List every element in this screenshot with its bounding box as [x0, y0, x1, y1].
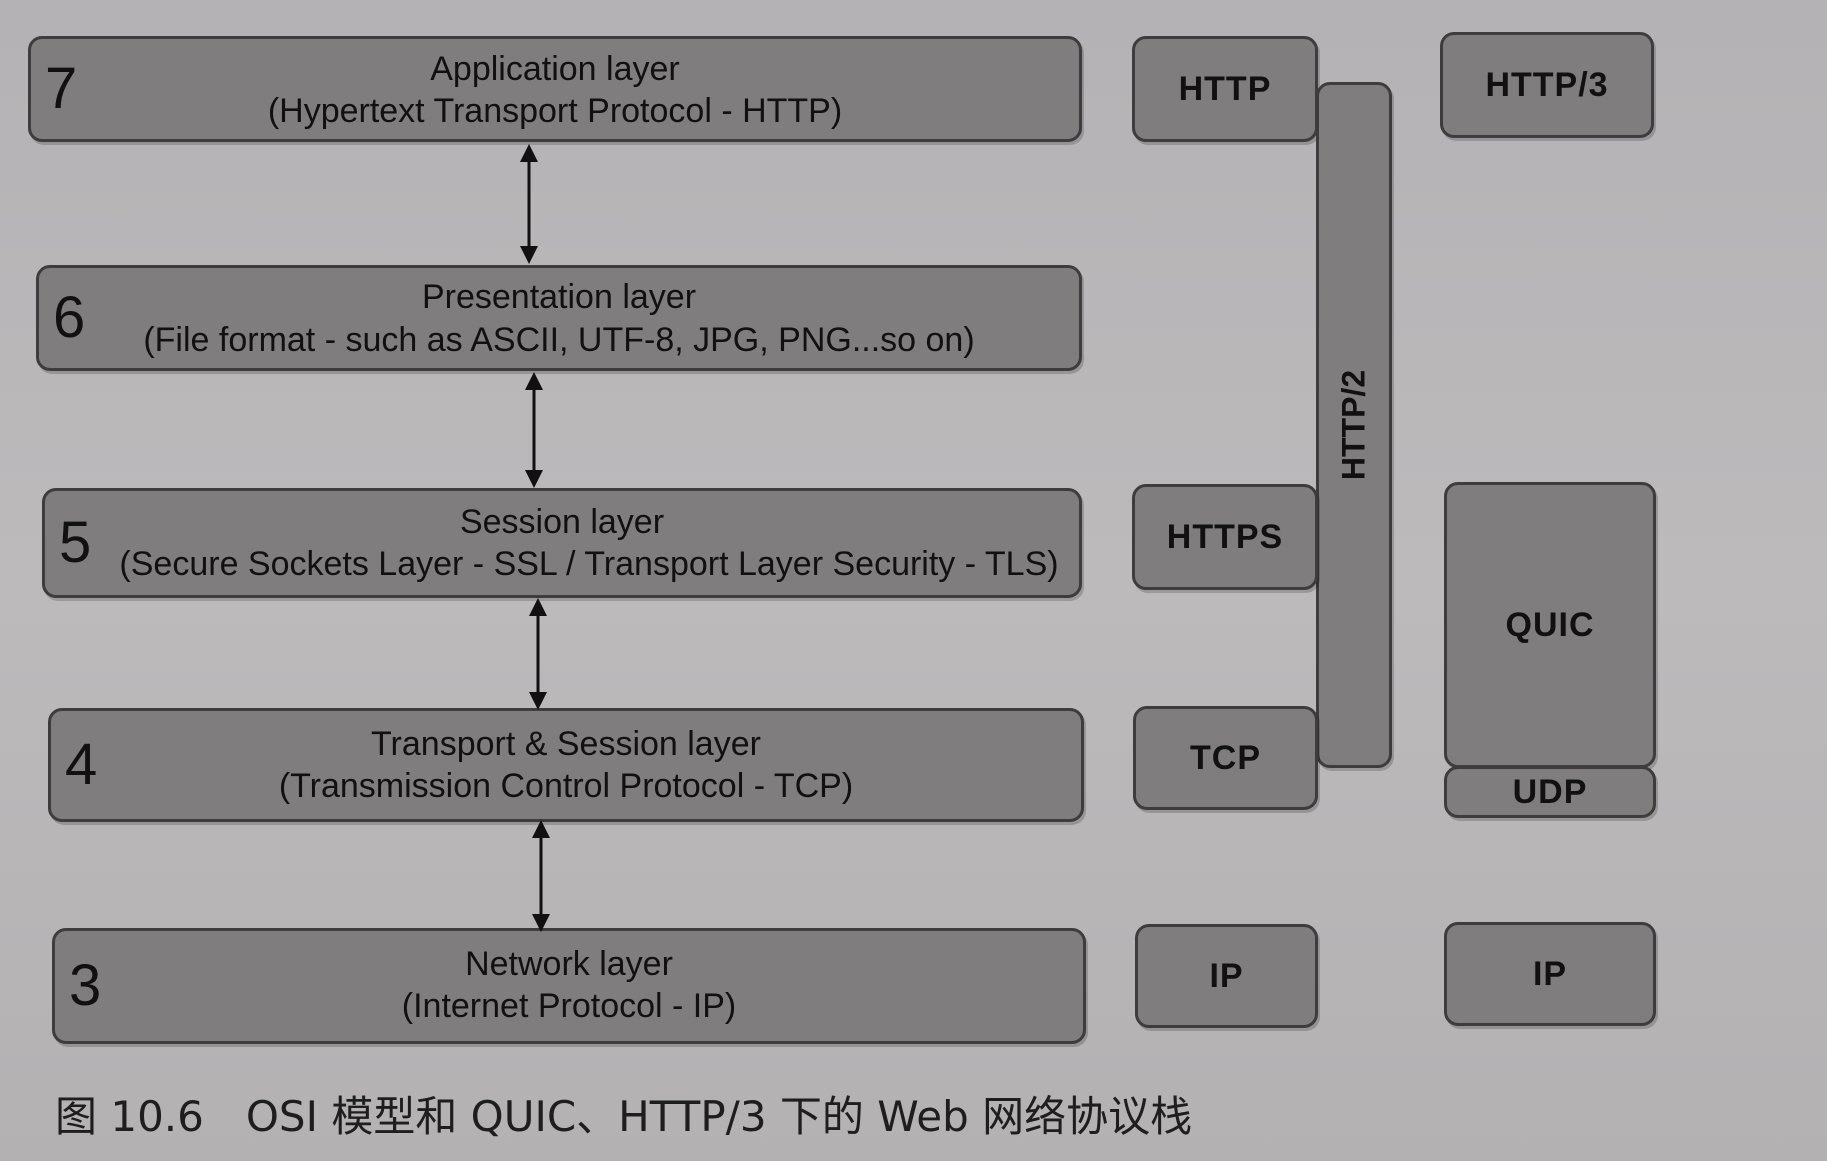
layer-number: 4: [65, 732, 98, 797]
ip-box-http2: IP: [1135, 924, 1318, 1028]
udp-label: UDP: [1512, 772, 1588, 811]
layer-subtitle: (Secure Sockets Layer - SSL / Transport …: [119, 545, 1059, 583]
ip-label: IP: [1532, 954, 1568, 993]
udp-box: UDP: [1444, 766, 1656, 818]
double-arrow-7-6: [520, 144, 538, 264]
double-arrow-4-3: [532, 820, 550, 932]
http2-label: HTTP/2: [1335, 369, 1372, 481]
tcp-label: TCP: [1190, 738, 1261, 777]
double-arrow-6-5: [525, 372, 543, 488]
layer-title: Session layer: [459, 503, 665, 541]
layer-subtitle: (Hypertext Transport Protocol - HTTP): [267, 92, 843, 130]
https-box: HTTPS: [1132, 484, 1318, 590]
layer-number: 5: [59, 510, 92, 575]
figure-caption: 图 10.6 OSI 模型和 QUIC、HTTP/3 下的 Web 网络协议栈: [55, 1092, 1193, 1141]
quic-label: QUIC: [1505, 605, 1595, 644]
http-box: HTTP: [1132, 36, 1318, 142]
layer-subtitle: (Transmission Control Protocol - TCP): [278, 767, 854, 805]
double-arrow-5-4: [529, 598, 547, 710]
layer-title: Transport & Session layer: [371, 725, 761, 763]
layer-3-network: 3 Network layer (Internet Protocol - IP): [52, 928, 1086, 1044]
layer-4-transport: 4 Transport & Session layer (Transmissio…: [48, 708, 1084, 822]
quic-box: QUIC: [1444, 482, 1656, 768]
layer-title: Network layer: [465, 945, 673, 983]
http2-vertical-bar: HTTP/2: [1316, 82, 1392, 768]
tcp-box: TCP: [1133, 706, 1318, 810]
layer-title: Application layer: [430, 50, 680, 88]
layer-number: 3: [69, 953, 102, 1018]
layer-6-presentation: 6 Presentation layer (File format - such…: [36, 265, 1082, 371]
layer-subtitle: (Internet Protocol - IP): [401, 987, 737, 1025]
http-label: HTTP: [1178, 69, 1272, 108]
http3-box: HTTP/3: [1440, 32, 1654, 138]
layer-number: 7: [45, 56, 78, 121]
layer-number: 6: [53, 285, 86, 350]
ip-label: IP: [1209, 956, 1244, 995]
layer-title: Presentation layer: [421, 278, 697, 316]
https-label: HTTPS: [1166, 517, 1284, 556]
http3-label: HTTP/3: [1485, 65, 1609, 104]
ip-box-http3: IP: [1444, 922, 1656, 1026]
layer-7-application: 7 Application layer (Hypertext Transport…: [28, 36, 1082, 142]
layer-5-session: 5 Session layer (Secure Sockets Layer - …: [42, 488, 1082, 598]
layer-subtitle: (File format - such as ASCII, UTF-8, JPG…: [143, 321, 975, 359]
